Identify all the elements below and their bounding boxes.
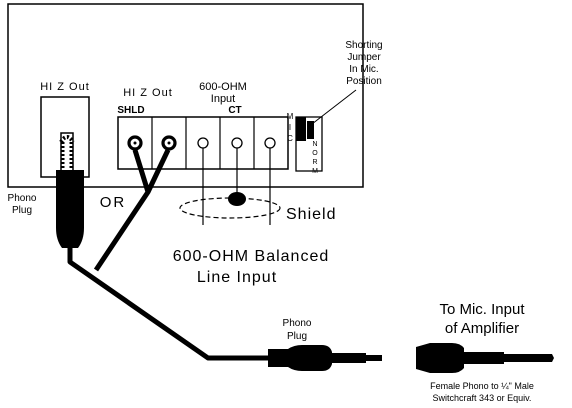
mic-letter-c: C [287,134,293,143]
svg-text:Jumper: Jumper [347,52,381,63]
input-600-label-line1: 600-OHM [199,81,247,93]
hiz-out-jack-left [40,96,90,178]
cable-alt [93,148,171,272]
adapter-note-line2: Switchcraft 343 or Equiv. [433,393,532,403]
hiz-out-right-label: HI Z Out [123,87,173,99]
terminal-600-a [197,137,209,149]
terminal-hiz [161,135,177,151]
terminal-600-b [264,137,276,149]
phono-plug-bottom-label-line2: Plug [287,331,307,342]
norm-letter-o: O [312,150,318,157]
phono-plug-left-label-line1: Phono [8,193,37,204]
to-mic-input-label-line1: To Mic. Input [439,301,525,318]
norm-letter-r: R [312,159,317,166]
mic-letter-i: I [289,123,291,132]
balanced-input-label-line2: Line Input [197,269,277,286]
norm-letter-n: N [312,141,317,148]
svg-text:Shorting: Shorting [345,40,382,51]
phono-plug-left [56,170,84,248]
mic-norm-switch [295,116,323,172]
to-mic-input-label-line2: of Amplifier [445,320,519,337]
hiz-out-left-label: HI Z Out [40,81,90,93]
svg-text:Position: Position [346,76,382,87]
or-label: OR [100,194,127,211]
ct-label: CT [228,105,241,116]
balanced-input-label-line1: 600-OHM Balanced [173,248,330,265]
adapter-note-line1: Female Phono to ¼" Male [430,381,534,391]
shield-ellipse [179,197,281,219]
terminal-shld [127,135,143,151]
svg-text:In Mic.: In Mic. [349,64,378,75]
cable-main [67,248,268,361]
phono-plug-bottom-label-line1: Phono [283,318,312,329]
shld-label: SHLD [117,105,144,116]
mic-letter-m: M [287,112,294,121]
phono-plug-bottom [268,345,382,371]
balanced-input-wires [179,148,281,225]
shield-label: Shield [286,206,336,223]
terminal-ct [231,137,243,149]
shorting-jumper-note: Shorting Jumper In Mic. Position [311,40,383,125]
phono-plug-left-label-line2: Plug [12,205,32,216]
adapter [416,343,554,373]
input-600-label-line2: Input [211,93,235,105]
norm-letter-m: M [312,168,318,175]
